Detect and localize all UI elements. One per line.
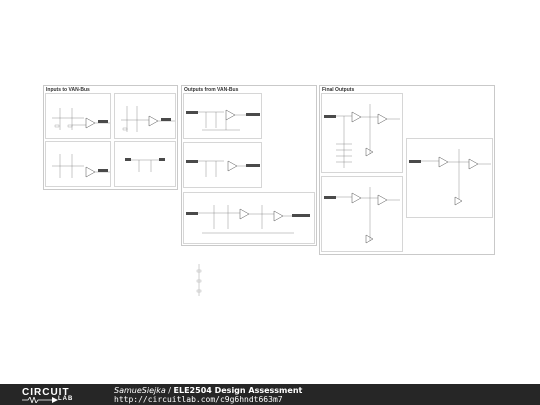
circuit-final-output-b [324, 187, 400, 244]
circuit-input-right-light [52, 154, 110, 178]
panel-input-right-light[interactable] [45, 141, 111, 187]
circuit-input-windscreen-wiper [121, 106, 175, 132]
oscilloscope-wave-icon [22, 397, 58, 403]
circuit-url-link[interactable]: http://circuitlab.com/c9g6hndt663m7 [114, 395, 283, 404]
circuit-credit: SamueSiejka / ELE2504 Design Assessment [114, 386, 302, 395]
group-outputs-title: Outputs from VAN-Bus [184, 87, 239, 93]
panel-output-low-pass[interactable] [183, 93, 262, 139]
project-title[interactable]: ELE2504 Design Assessment [173, 386, 303, 395]
circuit-output-low-pass [186, 109, 260, 131]
circuitlab-logo[interactable]: CIRCUIT LAB [22, 387, 92, 403]
credit-separator: / [165, 386, 174, 395]
circuit-output-band-pass [186, 205, 310, 234]
author-name[interactable]: SamueSiejka [114, 386, 166, 395]
panel-output-high-pass[interactable] [183, 142, 262, 188]
group-inputs-title: Inputs to VAN-Bus [46, 87, 90, 93]
footer-bar: CIRCUIT LAB SamueSiejka / ELE2504 Design… [0, 384, 540, 405]
panel-power-supply[interactable] [114, 141, 176, 187]
panel-final-output-c[interactable] [406, 138, 493, 218]
group-final-outputs-title: Final Outputs [322, 87, 355, 93]
stray-components[interactable] [193, 262, 207, 300]
logo-text-circuit: CIRCUIT [22, 387, 70, 398]
circuit-power-supply [125, 158, 165, 172]
schematic-canvas[interactable]: Inputs to VAN-Bus [0, 0, 540, 384]
circuit-final-output-c [409, 149, 491, 206]
panel-input-left-light[interactable] [45, 93, 111, 139]
panel-output-band-pass[interactable] [183, 192, 315, 244]
panel-final-output-a[interactable] [321, 93, 403, 173]
circuit-output-high-pass [186, 160, 260, 177]
panel-final-output-b[interactable] [321, 176, 403, 252]
logo-text-lab: LAB [58, 396, 74, 402]
circuit-input-left-light [52, 108, 110, 130]
circuit-final-output-a [324, 104, 400, 168]
panel-input-windscreen-wiper[interactable] [114, 93, 176, 139]
